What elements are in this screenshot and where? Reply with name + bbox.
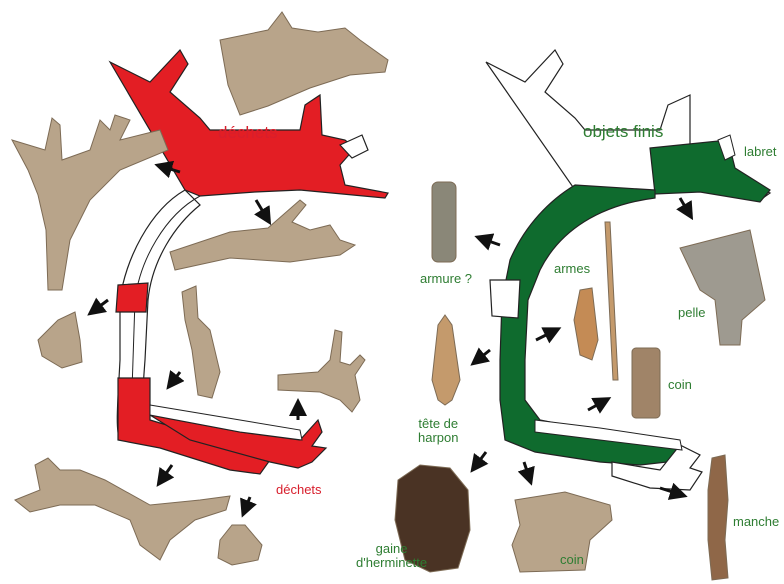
label-dechets-bottom: déchets [276,483,322,497]
arrow-right-gaine [474,452,486,468]
arrow-left-4 [170,372,180,385]
object-pelle [680,230,765,345]
object-weapon-2 [605,222,618,380]
antler-piece-bottom-large [15,458,230,560]
label-armure: armure ? [420,272,472,286]
object-harpoon-point [432,315,460,405]
antler-piece-vertical [182,286,220,398]
arrow-left-2 [256,200,268,220]
object-manche [708,455,728,580]
antler-piece-small-left [38,312,82,368]
label-manche: manche [733,515,779,529]
antler-piece-bottom-small [218,525,262,565]
label-coin-right: coin [668,378,692,392]
object-coin-right [632,348,660,418]
label-gaine-dherminette: gaine d'herminette [356,542,427,569]
arrow-right-coin-bottom [524,462,530,480]
antler-piece-forked [278,330,365,412]
object-weapon-1 [574,288,598,360]
arrow-right-armure [480,238,500,245]
label-tete-de-harpon: tête de harpon [418,417,458,444]
label-objets-finis: objets finis [583,123,663,141]
arrow-right-armes [536,330,556,340]
object-armure [432,182,456,262]
left-mid-waste [116,283,148,312]
right-beam-white-gap [490,280,520,318]
antler-piece-top [220,12,388,115]
arrow-right-pelle [680,198,690,215]
arrow-right-harpon [475,350,490,362]
label-labret: labret [744,145,777,159]
arrow-left-6 [160,465,172,482]
label-dechets-top: déchets [218,124,278,142]
left-antler-diagram [110,50,388,474]
label-armes: armes [554,262,590,276]
arrow-left-7 [244,497,250,512]
label-pelle: pelle [678,306,705,320]
arrow-left-3 [92,300,108,312]
arrow-right-coin [588,400,606,410]
label-coin-bottom: coin [560,553,584,567]
